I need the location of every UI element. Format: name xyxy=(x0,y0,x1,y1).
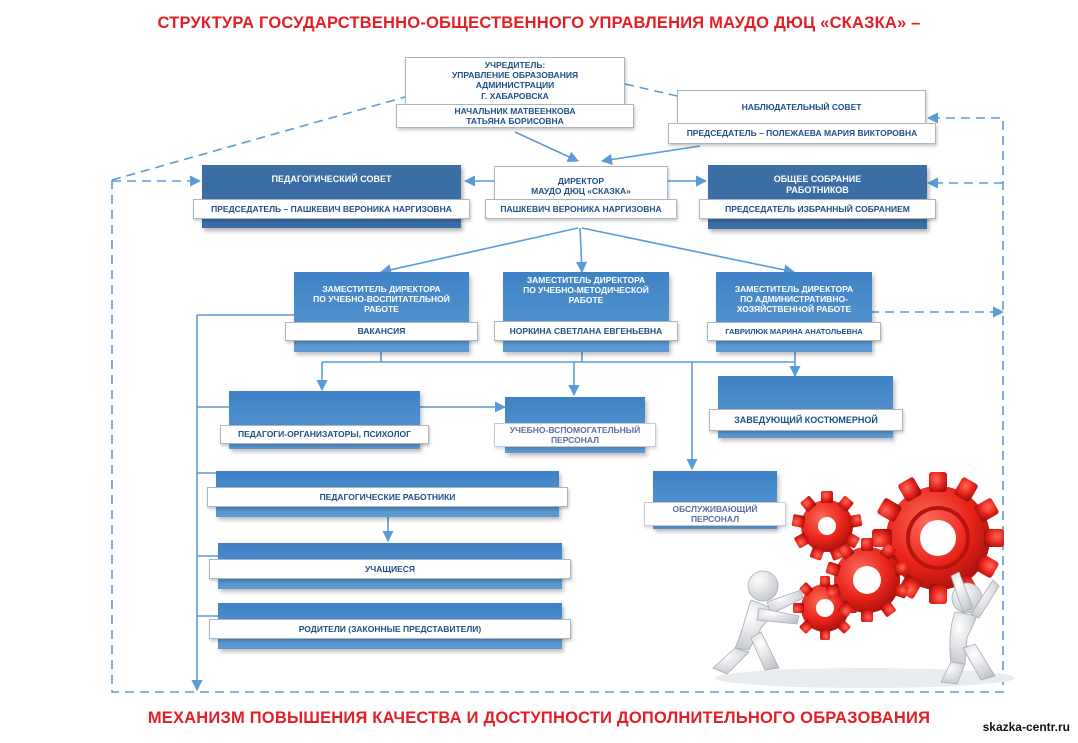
general-meeting-box: ОБЩЕЕ СОБРАНИЕ РАБОТНИКОВ xyxy=(708,165,927,229)
deputy-label-line: ПО АДМИНИСТРАТИВНО- xyxy=(740,294,848,305)
support-staff-label-line: УЧЕБНО-ВСПОМОГАТЕЛЬНЫЙ xyxy=(509,424,641,435)
page-title: СТРУКТУРА ГОСУДАРСТВЕННО-ОБЩЕСТВЕННОГО У… xyxy=(157,14,921,32)
center-gear-icon xyxy=(825,538,909,622)
supervisory-board-chair-box: ПРЕДСЕДАТЕЛЬ – ПОЛЕЖАЕВА МАРИЯ ВИКТОРОВН… xyxy=(668,123,936,144)
deputy-label-line: РАБОТЕ xyxy=(568,295,604,306)
watermark: skazka-centr.ru xyxy=(982,720,1070,734)
deputy-administrative-name-box: ГАВРИЛЮК МАРИНА АНАТОЛЬЕВНА xyxy=(707,322,881,341)
deputy-label-line: РАБОТЕ xyxy=(364,304,399,315)
supervisory-board-chair: ПРЕДСЕДАТЕЛЬ – ПОЛЕЖАЕВА МАРИЯ ВИКТОРОВН… xyxy=(686,128,918,139)
medium-gear-icon xyxy=(791,491,863,561)
teachers-label-box: ПЕДАГОГИЧЕСКИЕ РАБОТНИКИ xyxy=(207,487,568,507)
deputy-label-line: ЗАМЕСТИТЕЛЬ ДИРЕКТОРА xyxy=(322,284,441,294)
general-meeting-chair: ПРЕДСЕДАТЕЛЬ ИЗБРАННЫЙ СОБРАНИЕМ xyxy=(725,203,910,214)
service-staff-label-line: ОБСЛУЖИВАЮЩИЙ xyxy=(672,503,758,514)
students-label: УЧАЩИЕСЯ xyxy=(364,563,416,574)
general-meeting-label-line: ОБЩЕЕ СОБРАНИЕ xyxy=(773,174,862,184)
pedagogical-council-chair: ПРЕДСЕДАТЕЛЬ – ПАШКЕВИЧ ВЕРОНИКА НАРГИЗО… xyxy=(211,203,452,214)
deputy-administrative-name: ГАВРИЛЮК МАРИНА АНАТОЛЬЕВНА xyxy=(725,327,863,336)
founder-box: УЧРЕДИТЕЛЬ: УПРАВЛЕНИЕ ОБРАЗОВАНИЯ АДМИН… xyxy=(405,57,625,105)
founder-label-line: УПРАВЛЕНИЕ ОБРАЗОВАНИЯ xyxy=(451,70,579,81)
service-staff-label-box: ОБСЛУЖИВАЮЩИЙ ПЕРСОНАЛ xyxy=(644,502,786,526)
organizers-label-box: ПЕДАГОГИ-ОРГАНИЗАТОРЫ, ПСИХОЛОГ xyxy=(220,425,429,444)
founder-head-line: НАЧАЛЬНИК МАТВЕЕНКОВА xyxy=(454,105,576,116)
director-name-box: ПАШКЕВИЧ ВЕРОНИКА НАРГИЗОВНА xyxy=(485,199,677,219)
founder-head-box: НАЧАЛЬНИК МАТВЕЕНКОВА ТАТЬЯНА БОРИСОВНА xyxy=(396,104,634,128)
deputy-educational-name: ВАКАНСИЯ xyxy=(357,326,406,337)
founder-label-line: УЧРЕДИТЕЛЬ: xyxy=(484,60,546,70)
support-staff-label-line: ПЕРСОНАЛ xyxy=(550,435,600,445)
gears-and-figures-icon xyxy=(712,472,1015,688)
parents-label-box: РОДИТЕЛИ (ЗАКОННЫЕ ПРЕДСТАВИТЕЛИ) xyxy=(209,619,571,639)
director-name: ПАШКЕВИЧ ВЕРОНИКА НАРГИЗОВНА xyxy=(500,203,662,214)
lifting-figure-icon xyxy=(940,571,1000,685)
director-label-line: ДИРЕКТОР xyxy=(557,175,605,186)
founder-label-line: АДМИНИСТРАЦИИ xyxy=(475,80,555,91)
costume-head-label-box: ЗАВЕДУЮЩИЙ КОСТЮМЕРНОЙ xyxy=(709,409,903,431)
deputy-methodical-name: НОРКИНА СВЕТЛАНА ЕВГЕНЬЕВНА xyxy=(509,325,663,336)
service-staff-label-line: ПЕРСОНАЛ xyxy=(690,514,740,524)
deputy-methodical-name-box: НОРКИНА СВЕТЛАНА ЕВГЕНЬЕВНА xyxy=(494,321,678,341)
support-staff-label-box: УЧЕБНО-ВСПОМОГАТЕЛЬНЫЙ ПЕРСОНАЛ xyxy=(494,423,656,447)
teachers-label: ПЕДАГОГИЧЕСКИЕ РАБОТНИКИ xyxy=(319,491,456,502)
deputy-label-line: ХОЗЯЙСТВЕННОЙ РАБОТЕ xyxy=(736,304,852,315)
pedagogical-council-chair-box: ПРЕДСЕДАТЕЛЬ – ПАШКЕВИЧ ВЕРОНИКА НАРГИЗО… xyxy=(193,199,470,219)
deputy-label-line: ЗАМЕСТИТЕЛЬ ДИРЕКТОРА xyxy=(734,284,854,294)
footer-title: МЕХАНИЗМ ПОВЫШЕНИЯ КАЧЕСТВА И ДОСТУПНОСТ… xyxy=(147,709,931,727)
organizers-label: ПЕДАГОГИ-ОРГАНИЗАТОРЫ, ПСИХОЛОГ xyxy=(238,429,411,440)
director-box: ДИРЕКТОР МАУДО ДЮЦ «СКАЗКА» xyxy=(494,166,668,202)
director-label-line: МАУДО ДЮЦ «СКАЗКА» xyxy=(531,186,631,196)
pedagogical-council-label: ПЕДАГОГИЧЕСКИЙ СОВЕТ xyxy=(271,174,392,184)
pushing-figure-icon xyxy=(712,570,804,675)
founder-head-line: ТАТЬЯНА БОРИСОВНА xyxy=(466,116,564,126)
deputy-label-line: ЗАМЕСТИТЕЛЬ ДИРЕКТОРА xyxy=(526,275,646,285)
supervisory-board-label: НАБЛЮДАТЕЛЬНЫЙ СОВЕТ xyxy=(741,101,862,112)
supervisory-board-box: НАБЛЮДАТЕЛЬНЫЙ СОВЕТ xyxy=(677,90,926,124)
general-meeting-chair-box: ПРЕДСЕДАТЕЛЬ ИЗБРАННЫЙ СОБРАНИЕМ xyxy=(699,199,936,219)
deputy-educational-name-box: ВАКАНСИЯ xyxy=(285,322,478,341)
general-meeting-label-line: РАБОТНИКОВ xyxy=(786,184,849,195)
deputy-label-line: ПО УЧЕБНО-ВОСПИТАТЕЛЬНОЙ xyxy=(313,294,450,305)
founder-label-line: Г. ХАБАРОВСКА xyxy=(481,90,549,101)
costume-head-label: ЗАВЕДУЮЩИЙ КОСТЮМЕРНОЙ xyxy=(734,414,878,425)
deputy-label-line: ПО УЧЕБНО-МЕТОДИЧЕСКОЙ xyxy=(523,285,649,296)
students-label-box: УЧАЩИЕСЯ xyxy=(209,559,571,579)
parents-label: РОДИТЕЛИ (ЗАКОННЫЕ ПРЕДСТАВИТЕЛИ) xyxy=(298,623,482,634)
